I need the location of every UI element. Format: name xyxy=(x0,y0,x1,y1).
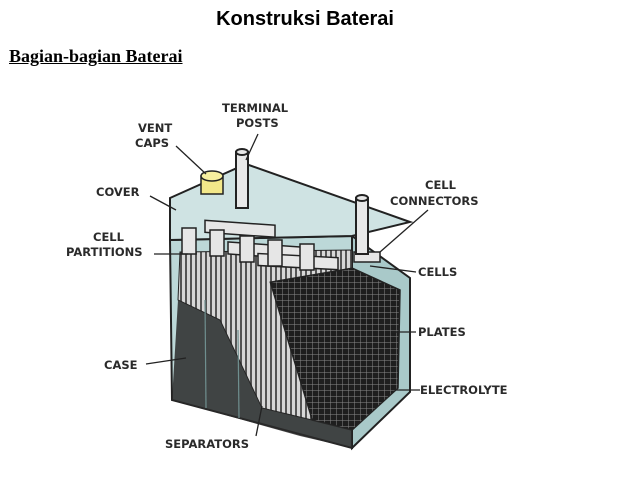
section-subtitle: Bagian-bagian Baterai xyxy=(9,46,183,66)
label-electrolyte: ELECTROLYTE xyxy=(420,383,508,397)
battery-cover xyxy=(169,162,414,242)
case-ribs xyxy=(204,299,240,419)
leader-lines xyxy=(145,133,429,437)
label-terminal-posts-2: POSTS xyxy=(236,116,279,130)
label-cell-connectors-1: CELL xyxy=(425,178,457,192)
label-cell-partitions-1: CELL xyxy=(93,230,125,244)
label-cell-partitions-2: PARTITIONS xyxy=(66,245,143,259)
cell-connectors-group xyxy=(181,219,381,271)
label-separators: SEPARATORS xyxy=(165,437,249,451)
slide-title: Konstruksi Baterai xyxy=(216,8,394,30)
label-plates: PLATES xyxy=(418,325,466,339)
label-case: CASE xyxy=(104,358,138,372)
label-vent-caps-1: VENT xyxy=(138,121,172,135)
label-terminal-posts-1: TERMINAL xyxy=(222,101,289,115)
cell-interior xyxy=(172,300,352,448)
vent-cap xyxy=(200,170,224,195)
terminal-posts xyxy=(235,148,369,255)
label-cell-connectors-2: CONNECTORS xyxy=(390,194,479,208)
label-cells: CELLS xyxy=(418,265,457,279)
label-cover: COVER xyxy=(96,185,140,199)
label-vent-caps-2: CAPS xyxy=(135,136,169,150)
